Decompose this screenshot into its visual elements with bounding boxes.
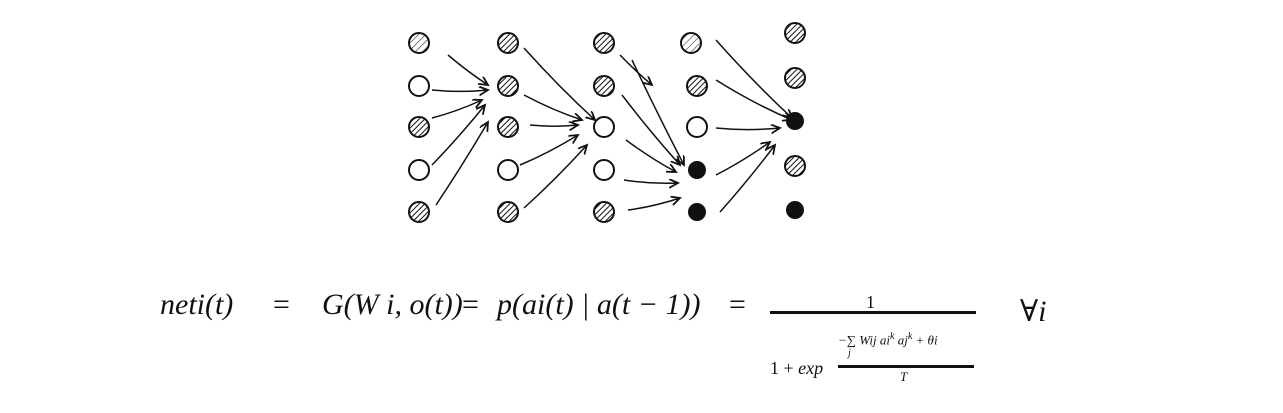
network-node-filled (688, 161, 706, 179)
network-node-hatched (408, 201, 430, 223)
network-node-filled (688, 203, 706, 221)
network-node-hatched (497, 201, 519, 223)
network-node-hatched (784, 155, 806, 177)
exponent-denominator: T (900, 369, 908, 384)
network-edge-arrow (431, 105, 485, 166)
equals-sign-2: = (462, 288, 479, 321)
network-node-filled (786, 112, 804, 130)
equation-p-term: p(ai(t) | a(t − 1)) (497, 288, 701, 321)
equation-lhs: neti(t) (160, 288, 234, 321)
network-node-hatched (497, 32, 519, 54)
network-nodes (408, 22, 806, 223)
network-edge-arrow (431, 90, 488, 91)
network-edge-arrow (447, 54, 488, 85)
network-edge-arrow (523, 145, 587, 209)
network-node-hatched (593, 32, 615, 54)
network-edge-arrow (519, 135, 578, 166)
network-node-empty (408, 75, 430, 97)
network-edges (431, 39, 792, 213)
equation-g-term: G(W i, o(t)) (322, 288, 463, 321)
network-edge-arrow (619, 54, 652, 85)
forall-variable: i (1038, 295, 1047, 328)
network-node-empty (686, 116, 708, 138)
forall-quantifier: ∀i (1020, 294, 1046, 329)
network-edge-arrow (431, 100, 482, 119)
network-node-empty (593, 116, 615, 138)
network-node-empty (408, 159, 430, 181)
network-diagram (408, 22, 806, 223)
network-edge-arrow (715, 39, 792, 118)
forall-symbol: ∀ (1020, 295, 1039, 328)
network-node-hatched-light (408, 32, 430, 54)
network-edge-arrow (529, 125, 578, 126)
network-node-empty (593, 159, 615, 181)
network-node-hatched (593, 75, 615, 97)
fraction-numerator: 1 (866, 292, 875, 312)
network-node-empty (497, 159, 519, 181)
network-node-hatched (784, 22, 806, 44)
network-node-hatched (497, 116, 519, 138)
network-edge-arrow (435, 122, 488, 206)
network-node-hatched (408, 116, 430, 138)
fraction-denominator: 1 + exp (770, 358, 824, 378)
exponent-numerator: −∑ Wij aik ajk + θi (838, 331, 938, 348)
equals-sign-3: = (729, 288, 746, 321)
network-node-hatched-light (680, 32, 702, 54)
network-edge-arrow (623, 180, 678, 183)
network-node-hatched (497, 75, 519, 97)
network-edge-arrow (715, 128, 780, 130)
network-node-hatched (593, 201, 615, 223)
equals-sign-1: = (273, 288, 290, 321)
network-edge-arrow (621, 94, 680, 165)
network-edge-arrow (719, 145, 775, 213)
network-node-hatched (686, 75, 708, 97)
network-edge-arrow (625, 139, 676, 172)
exponent-fraction-bar (838, 365, 974, 368)
sum-index: j (848, 348, 851, 359)
network-edge-arrow (715, 79, 792, 120)
network-edge-arrow (715, 142, 770, 176)
network-edge-arrow (627, 198, 680, 211)
network-node-hatched (784, 67, 806, 89)
network-edge-arrow (523, 47, 595, 120)
network-node-filled (786, 201, 804, 219)
network-edge-arrow (631, 59, 684, 165)
fraction-bar (770, 311, 976, 314)
network-edge-arrow (523, 94, 582, 120)
